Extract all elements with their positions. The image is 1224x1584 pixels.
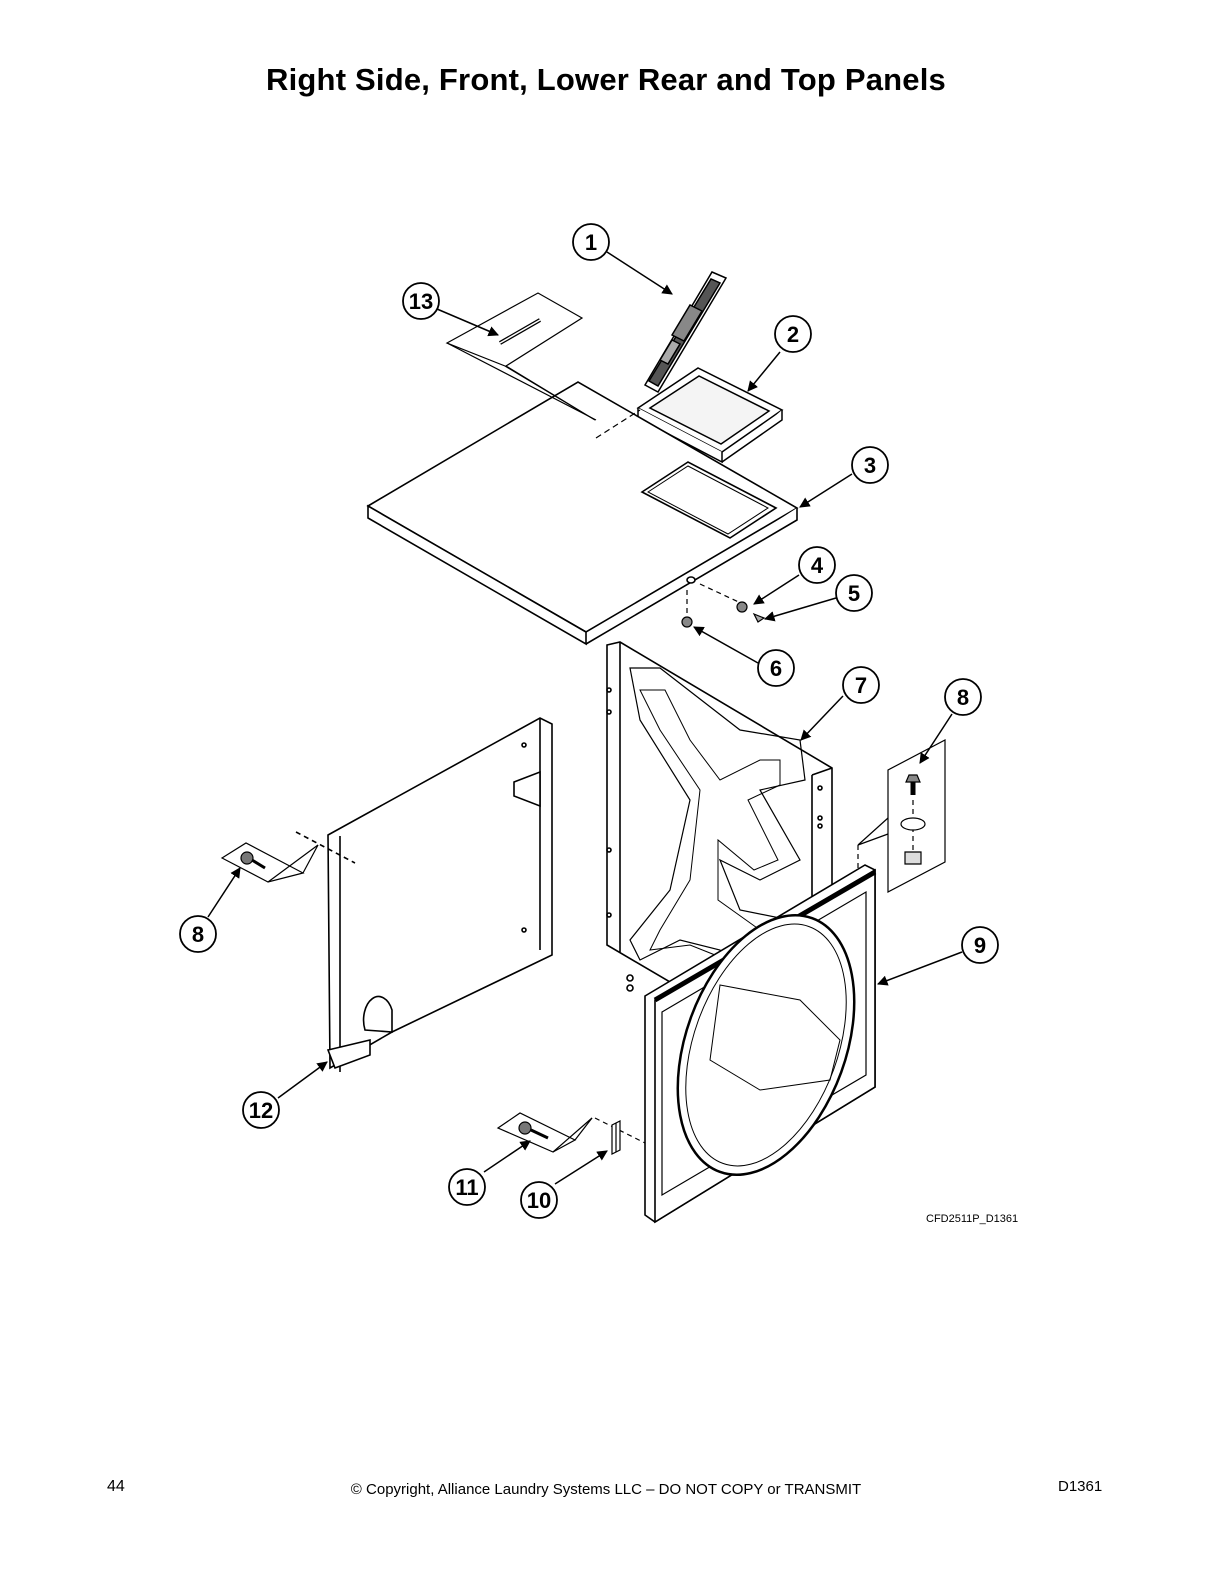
part-2-bezel [636, 367, 784, 464]
callout-8-right: 8 [944, 678, 982, 716]
copyright-notice: © Copyright, Alliance Laundry Systems LL… [350, 1481, 862, 1498]
parts-4-5-6-fasteners [681, 583, 766, 628]
svg-text:1: 1 [585, 230, 597, 255]
part-11-detail [496, 1112, 646, 1153]
callout-9: 9 [961, 926, 999, 964]
drawing-id: CFD2511P_D1361 [926, 1213, 1019, 1225]
svg-text:8: 8 [957, 685, 969, 710]
part-3-top-panel [366, 381, 799, 646]
part-12-lower-rear-panel [295, 717, 553, 1072]
callout-12: 12 [242, 1091, 280, 1129]
svg-text:13: 13 [409, 289, 433, 314]
document-code: D1361 [1058, 1478, 1103, 1495]
callout-5: 5 [835, 574, 873, 612]
callout-1: 1 [572, 223, 610, 261]
svg-text:8: 8 [192, 922, 204, 947]
callout-11: 11 [448, 1168, 486, 1206]
leader-lines [207, 251, 963, 1185]
part-13-label [445, 292, 641, 439]
callouts: 1 13 2 3 4 5 6 7 8 8 9 12 11 10 [179, 223, 999, 1219]
callout-3: 3 [851, 446, 889, 484]
callout-8-left: 8 [179, 915, 217, 953]
svg-text:7: 7 [855, 673, 867, 698]
callout-10: 10 [520, 1181, 558, 1219]
svg-text:12: 12 [249, 1098, 273, 1123]
svg-text:10: 10 [527, 1188, 551, 1213]
part-10-clip [611, 1120, 621, 1155]
part-9-front-panel [644, 864, 877, 1224]
svg-text:6: 6 [770, 656, 782, 681]
callout-2: 2 [774, 315, 812, 353]
svg-text:9: 9 [974, 933, 986, 958]
callout-13: 13 [402, 282, 440, 320]
callout-6: 6 [757, 649, 795, 687]
svg-text:3: 3 [864, 453, 876, 478]
page-title: Right Side, Front, Lower Rear and Top Pa… [266, 62, 946, 97]
part-1-overlay-panel [643, 271, 728, 394]
callout-4: 4 [798, 546, 836, 584]
svg-text:11: 11 [455, 1175, 478, 1200]
page-number: 44 [107, 1478, 125, 1495]
part-8-detail-left [220, 842, 319, 883]
svg-text:4: 4 [811, 553, 824, 578]
callout-7: 7 [842, 666, 880, 704]
part-8-detail-right [857, 739, 946, 893]
svg-text:2: 2 [787, 322, 799, 347]
svg-text:5: 5 [848, 581, 860, 606]
